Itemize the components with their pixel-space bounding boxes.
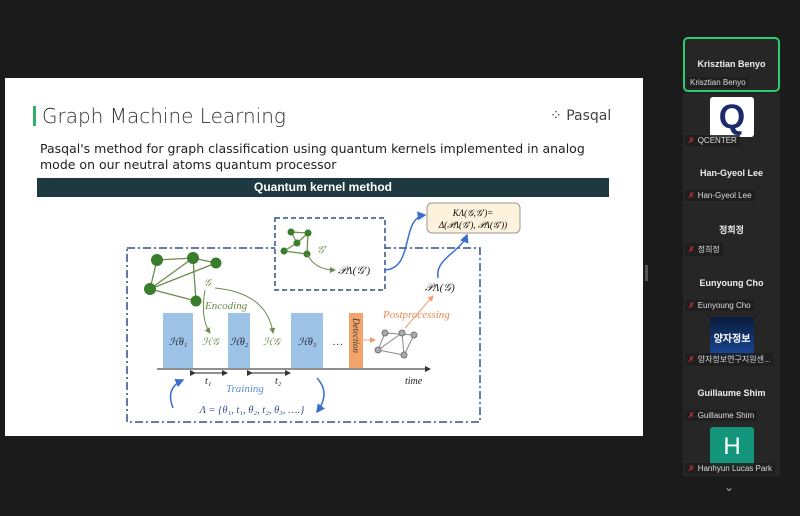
kernel-box: [426, 202, 521, 234]
pasqal-logo: ⁘ Pasqal: [550, 108, 611, 124]
gprime-label: 𝒢′: [317, 245, 327, 256]
p-g-label: 𝒫Λ(𝒢): [425, 282, 455, 294]
output-graph-nodes: [374, 329, 418, 359]
muted-mic-icon: ✗: [688, 301, 695, 310]
participant-label-text: Guillaume Shim: [697, 411, 755, 420]
graph-gprime-nodes: [280, 228, 312, 258]
detection-label: Detection: [351, 317, 361, 353]
training-label: Training: [226, 383, 264, 395]
hg-label-2: ℋ𝒢: [263, 337, 282, 348]
participant-label: ✗정희정: [685, 243, 723, 256]
h-theta2-bar: [228, 313, 250, 368]
participant-label: ✗양자정보연구지원센...: [685, 353, 774, 366]
muted-mic-icon: ✗: [688, 355, 695, 364]
kernel-formula-2: Δ(𝒫Λ(𝒢′), 𝒫Λ(𝒢′)): [438, 220, 507, 230]
participant-label-text: Han-Gyeol Lee: [697, 191, 752, 200]
hg-label-1: ℋ𝒢: [202, 337, 221, 348]
chevron-down-icon[interactable]: ⌄: [724, 480, 735, 494]
participant-label: ✗Eunyoung Cho: [685, 300, 754, 311]
participant-tile[interactable]: Guillaume Shim✗Guillaume Shim: [683, 368, 780, 423]
participant-tile[interactable]: Han-Gyeol Lee✗Han-Gyeol Lee: [683, 148, 780, 203]
shared-slide: Graph Machine Learning ⁘ Pasqal Pasqal's…: [5, 78, 643, 436]
subtitle-line-1: Pasqal's method for graph classification…: [40, 141, 585, 156]
muted-mic-icon: ✗: [688, 464, 695, 473]
h-theta3-bar: [291, 313, 323, 368]
h2-label: ℋθ₂: [230, 337, 249, 348]
participant-label-text: 정희정: [697, 245, 720, 254]
participant-name: Han-Gyeol Lee: [699, 168, 764, 178]
participant-name: 정희정: [719, 225, 744, 235]
participant-label: ✗Han-Gyeol Lee: [685, 190, 755, 201]
ellipsis: …: [333, 336, 343, 348]
h-avatar: H: [710, 427, 754, 467]
encoding-label: Encoding: [204, 300, 248, 312]
logo-icon: ⁘: [550, 108, 567, 124]
muted-mic-icon: ✗: [688, 136, 695, 145]
participant-label-text: Hanhyun Lucas Park: [697, 464, 772, 473]
split-drag-handle[interactable]: [645, 265, 648, 281]
participant-label: ✗Guillaume Shim: [685, 410, 758, 421]
qcenter-avatar: Q: [710, 97, 754, 137]
muted-mic-icon: ✗: [688, 411, 695, 420]
section-header: Quantum kernel method: [37, 178, 609, 197]
participant-tile[interactable]: 정희정✗정희정: [683, 203, 780, 258]
g-label: 𝒢: [204, 278, 213, 289]
participant-name: Guillaume Shim: [697, 388, 766, 398]
quantum-kernel-diagram: KΛ(𝒢,𝒢′)= Δ(𝒫Λ(𝒢′), 𝒫Λ(𝒢′)) 𝒢′ 𝒫Λ(𝒢′) 𝒫Λ…: [126, 202, 521, 423]
lambda-set: Λ = {θ₁, t₁, θ₂, t₂, θ₃, ….}: [199, 405, 305, 416]
slide-subtitle: Pasqal's method for graph classification…: [40, 141, 620, 173]
detection-bar: [349, 313, 363, 368]
participant-label: Krisztian Benyo: [687, 77, 749, 88]
p-gprime-label: 𝒫Λ(𝒢′): [338, 265, 370, 277]
participant-tile[interactable]: Eunyoung Cho✗Eunyoung Cho: [683, 258, 780, 313]
t1-label: t₁: [205, 376, 211, 387]
participant-name: Eunyoung Cho: [699, 278, 764, 288]
participant-label-text: QCENTER: [697, 136, 737, 145]
kernel-formula-1: KΛ(𝒢,𝒢′)=: [452, 208, 494, 218]
participant-label: ✗QCENTER: [685, 135, 740, 146]
logo-text: Pasqal: [566, 108, 612, 124]
muted-mic-icon: ✗: [688, 191, 695, 200]
slide-title: Graph Machine Learning: [42, 104, 286, 128]
participant-tile[interactable]: Q✗QCENTER: [683, 93, 780, 148]
h-theta1-bar: [163, 313, 193, 368]
h1-label: ℋθ₁: [169, 337, 187, 348]
t2-label: t₂: [275, 376, 282, 387]
participant-label: ✗Hanhyun Lucas Park: [685, 463, 775, 474]
muted-mic-icon: ✗: [688, 245, 695, 254]
participant-label-text: Eunyoung Cho: [697, 301, 751, 310]
h3-label: ℋθ₃: [298, 337, 317, 348]
participant-name: Krisztian Benyo: [697, 59, 766, 69]
graph-g-nodes: [144, 252, 222, 307]
participant-tile[interactable]: H✗Hanhyun Lucas Park: [683, 423, 780, 476]
title-accent: [33, 106, 36, 126]
qinfo-avatar: 양자정보: [710, 317, 754, 357]
participant-tile[interactable]: 양자정보✗양자정보연구지원센...: [683, 313, 780, 368]
participant-label-text: 양자정보연구지원센...: [697, 355, 771, 364]
time-label: time: [405, 376, 423, 387]
subtitle-line-2: mode on our neutral atoms quantum proces…: [40, 157, 337, 172]
